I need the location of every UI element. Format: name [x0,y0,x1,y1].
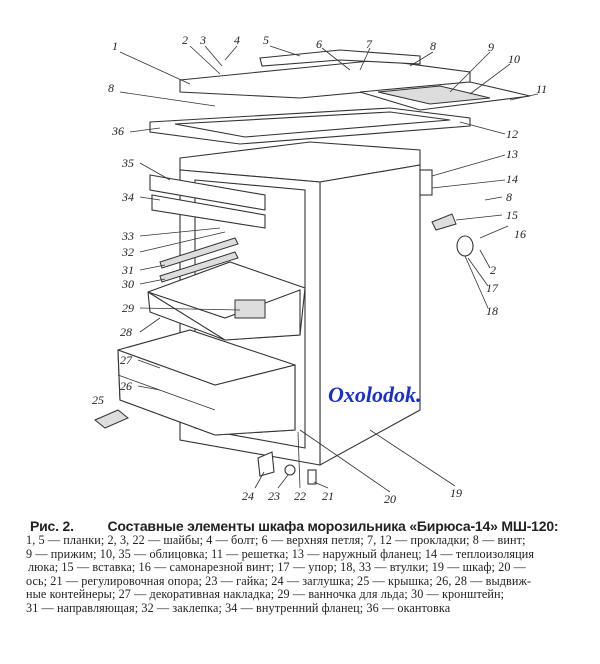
label-33: 33 [121,229,134,243]
label-1: 1 [112,39,118,53]
label-32: 32 [121,245,134,259]
caption-title: Составные элементы шкафа морозильника «Б… [107,518,559,534]
caption-line: ные контейнеры; 27 — декоративная наклад… [26,587,505,601]
label-27: 27 [120,353,133,367]
insert-15 [431,213,457,231]
label-20: 20 [384,492,396,506]
caption-line: ось; 21 — регулировочная опора; 23 — гай… [26,573,532,588]
label-18: 18 [486,304,498,318]
label-11: 11 [536,82,547,96]
plug-24 [257,451,275,477]
label-25: 25 [92,393,104,407]
label-2b: 2 [490,263,496,277]
cladding-35 [149,174,266,211]
label-7: 7 [366,37,373,51]
label-34: 34 [121,190,134,204]
label-23: 23 [268,489,280,503]
cover-25 [94,409,129,429]
caption-line: 1, 5 — планки; 2, 3, 22 — шайбы; 4 — бол… [26,533,526,547]
label-30: 30 [121,277,134,291]
label-35: 35 [121,156,134,170]
label-5: 5 [263,33,269,47]
figure-number: Рис. 2. [30,518,74,534]
leader-lines [119,45,539,493]
drawer-26 [117,329,296,436]
label-15: 15 [506,208,518,222]
top-panel [149,49,531,145]
caption-line: люка; 15 — вставка; 16 — самонарезной ви… [28,560,526,574]
exploded-view-diagram: 1 2 3 4 5 6 7 8 9 10 11 12 8 36 13 14 8 … [92,33,547,506]
label-16: 16 [514,227,526,241]
label-10: 10 [508,52,520,66]
caption-line: 9 — прижим; 10, 35 — облицовка; 11 — реш… [26,546,535,561]
drawer-28 [147,261,306,341]
watermark: Oxolodok. [328,382,422,407]
label-22: 22 [294,489,306,503]
label-17: 17 [486,281,499,295]
label-8c: 8 [506,190,512,204]
label-29: 29 [122,301,134,315]
label-14: 14 [506,172,518,186]
label-26: 26 [120,379,132,393]
label-36: 36 [111,124,124,138]
label-13: 13 [506,147,518,161]
foot-21 [307,469,317,485]
caption-line: 31 — направляющая; 32 — заклепка; 34 — в… [26,600,451,615]
label-12: 12 [506,127,518,141]
label-4: 4 [234,33,240,47]
inner-flange-34 [151,194,266,229]
bushing-18 [456,235,474,257]
label-2: 2 [182,33,188,47]
label-24: 24 [242,489,254,503]
label-6: 6 [316,37,322,51]
caption-title-row: Рис. 2. Составные элементы шкафа морозил… [30,518,600,534]
label-8b: 8 [108,81,114,95]
part-labels: 1 2 3 4 5 6 7 8 9 10 11 12 8 36 13 14 8 … [92,33,547,506]
label-9: 9 [488,40,494,54]
label-8: 8 [430,39,436,53]
nut-23 [284,464,296,476]
label-21: 21 [322,489,334,503]
figure-caption: Рис. 2. Составные элементы шкафа морозил… [0,518,600,615]
label-28: 28 [120,325,132,339]
label-3: 3 [199,33,206,47]
label-31: 31 [121,263,134,277]
label-19: 19 [450,486,462,500]
